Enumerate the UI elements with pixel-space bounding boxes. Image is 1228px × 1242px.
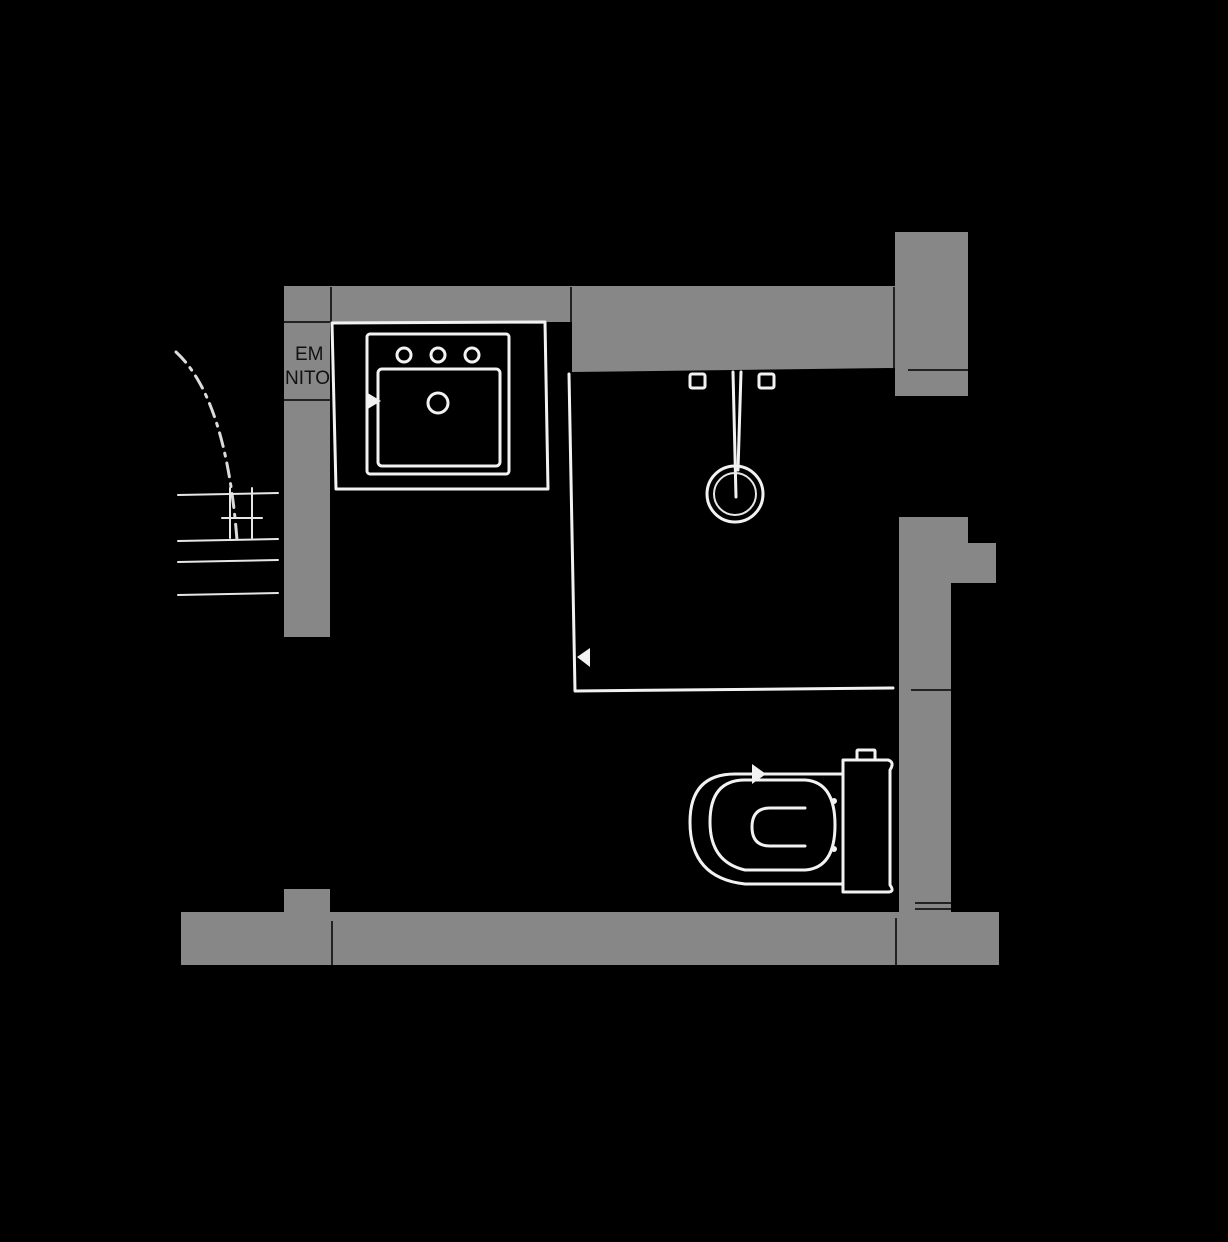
wall-top-left (284, 286, 572, 322)
wall-bottom-stub (284, 889, 330, 913)
wall-right-ledge (899, 517, 996, 600)
door-swing-icon (174, 350, 239, 542)
sink-icon (330, 320, 550, 491)
wall-bottom (181, 912, 999, 965)
wall-top-right (572, 286, 895, 372)
toilet-icon (688, 748, 894, 894)
stairs-icon (177, 487, 279, 596)
wall-column-top-right (895, 232, 968, 396)
room-label: EM NITO (285, 344, 330, 389)
walls (181, 232, 999, 965)
wall-joints (284, 287, 968, 965)
shower-icon (567, 370, 895, 693)
wall-left (284, 286, 330, 637)
room-label-line2: NITO (285, 368, 330, 389)
room-label-line1: EM (295, 344, 324, 365)
